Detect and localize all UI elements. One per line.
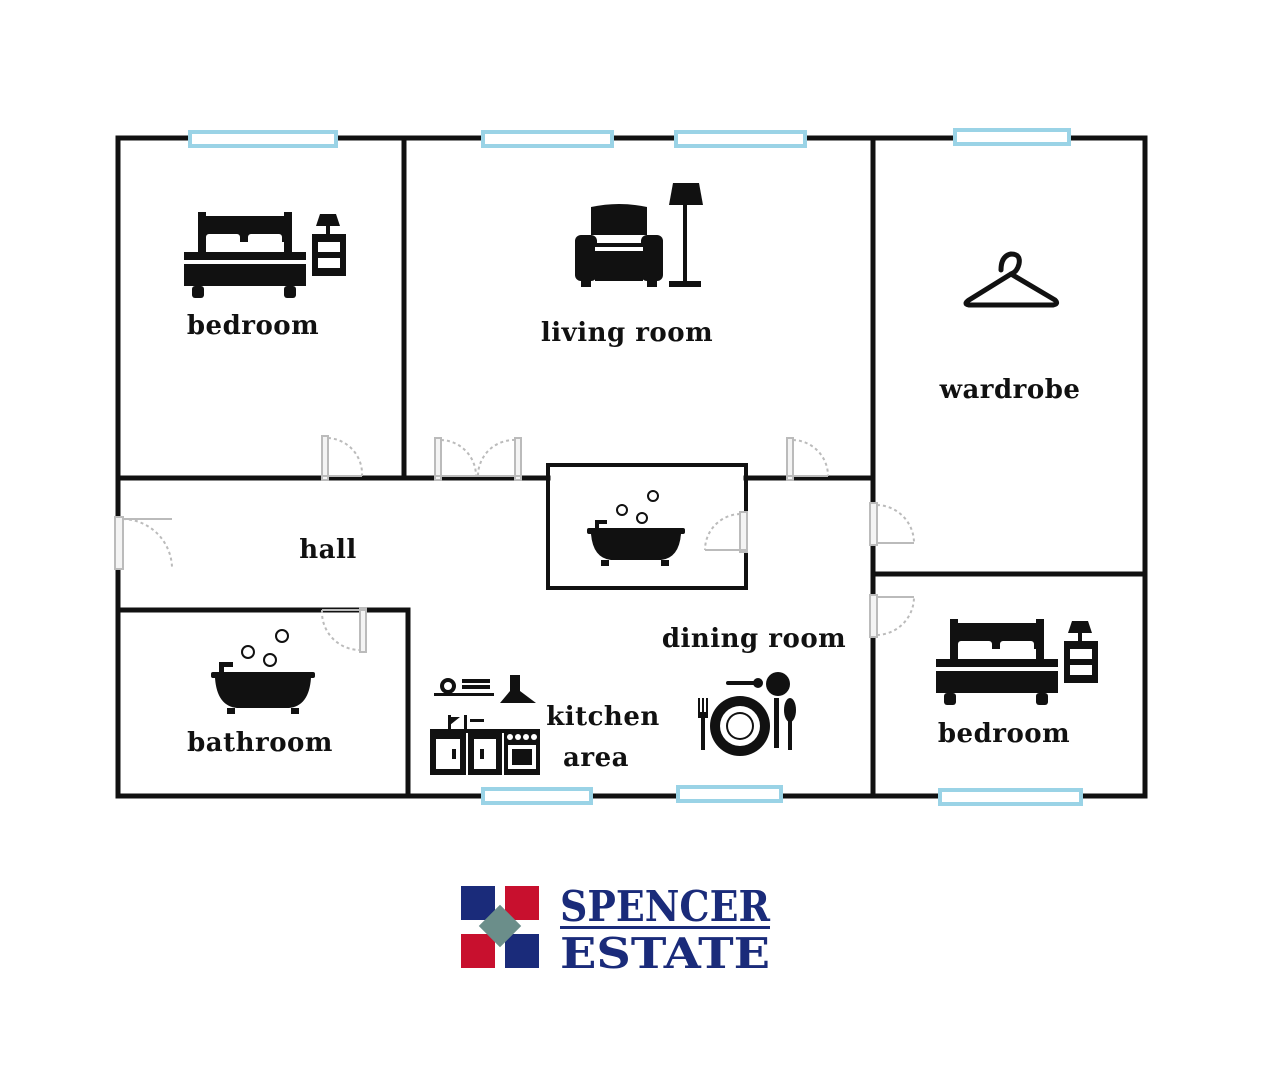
window-bottom-kitchen <box>481 787 593 805</box>
label-living-room: living room <box>541 318 713 348</box>
logo-mark <box>461 886 539 968</box>
door-wardrobe <box>869 502 915 546</box>
label-kitchen-line2: area <box>563 743 629 773</box>
label-kitchen-line1: kitchen <box>546 702 660 732</box>
door-bathroom <box>320 607 367 653</box>
bed-with-nightstand-icon <box>184 212 346 298</box>
label-bedroom-1: bedroom <box>187 311 319 341</box>
label-bedroom-2: bedroom <box>938 719 1070 749</box>
window-top-living-right <box>674 130 807 148</box>
door-living-double <box>434 437 522 481</box>
window-bottom-dining <box>676 785 783 803</box>
door-entrance <box>114 516 173 570</box>
window-top-living-left <box>481 130 614 148</box>
doors <box>114 435 915 653</box>
bathtub-icon <box>587 490 685 566</box>
bathtub-icon-bathroom <box>211 629 315 714</box>
window-top-wardrobe <box>953 128 1071 146</box>
door-living-right <box>786 437 829 481</box>
clothes-hanger-icon <box>963 251 1060 308</box>
door-bedroom-2 <box>869 594 915 638</box>
logo-divider <box>560 926 770 929</box>
logo-text-line2: ESTATE <box>560 929 770 978</box>
window-top-bedroom <box>188 130 338 148</box>
door-bedroom-1 <box>321 435 364 481</box>
kitchen-appliances-icon <box>430 675 540 775</box>
logo-text-line1: SPENCER <box>560 882 771 931</box>
window-bottom-bedroom <box>938 788 1083 806</box>
spencer-estate-logo: SPENCER ESTATE <box>461 882 771 978</box>
door-bath-center <box>704 511 748 553</box>
label-wardrobe: wardrobe <box>939 375 1081 405</box>
armchair-and-floor-lamp-icon <box>575 183 703 287</box>
bed-with-nightstand-icon-2 <box>936 619 1098 705</box>
label-dining-room: dining room <box>662 624 846 654</box>
label-hall: hall <box>299 535 357 565</box>
walls <box>115 135 1148 799</box>
label-bathroom: bathroom <box>187 728 333 758</box>
windows <box>188 128 1083 806</box>
plate-and-cutlery-icon <box>698 672 796 756</box>
